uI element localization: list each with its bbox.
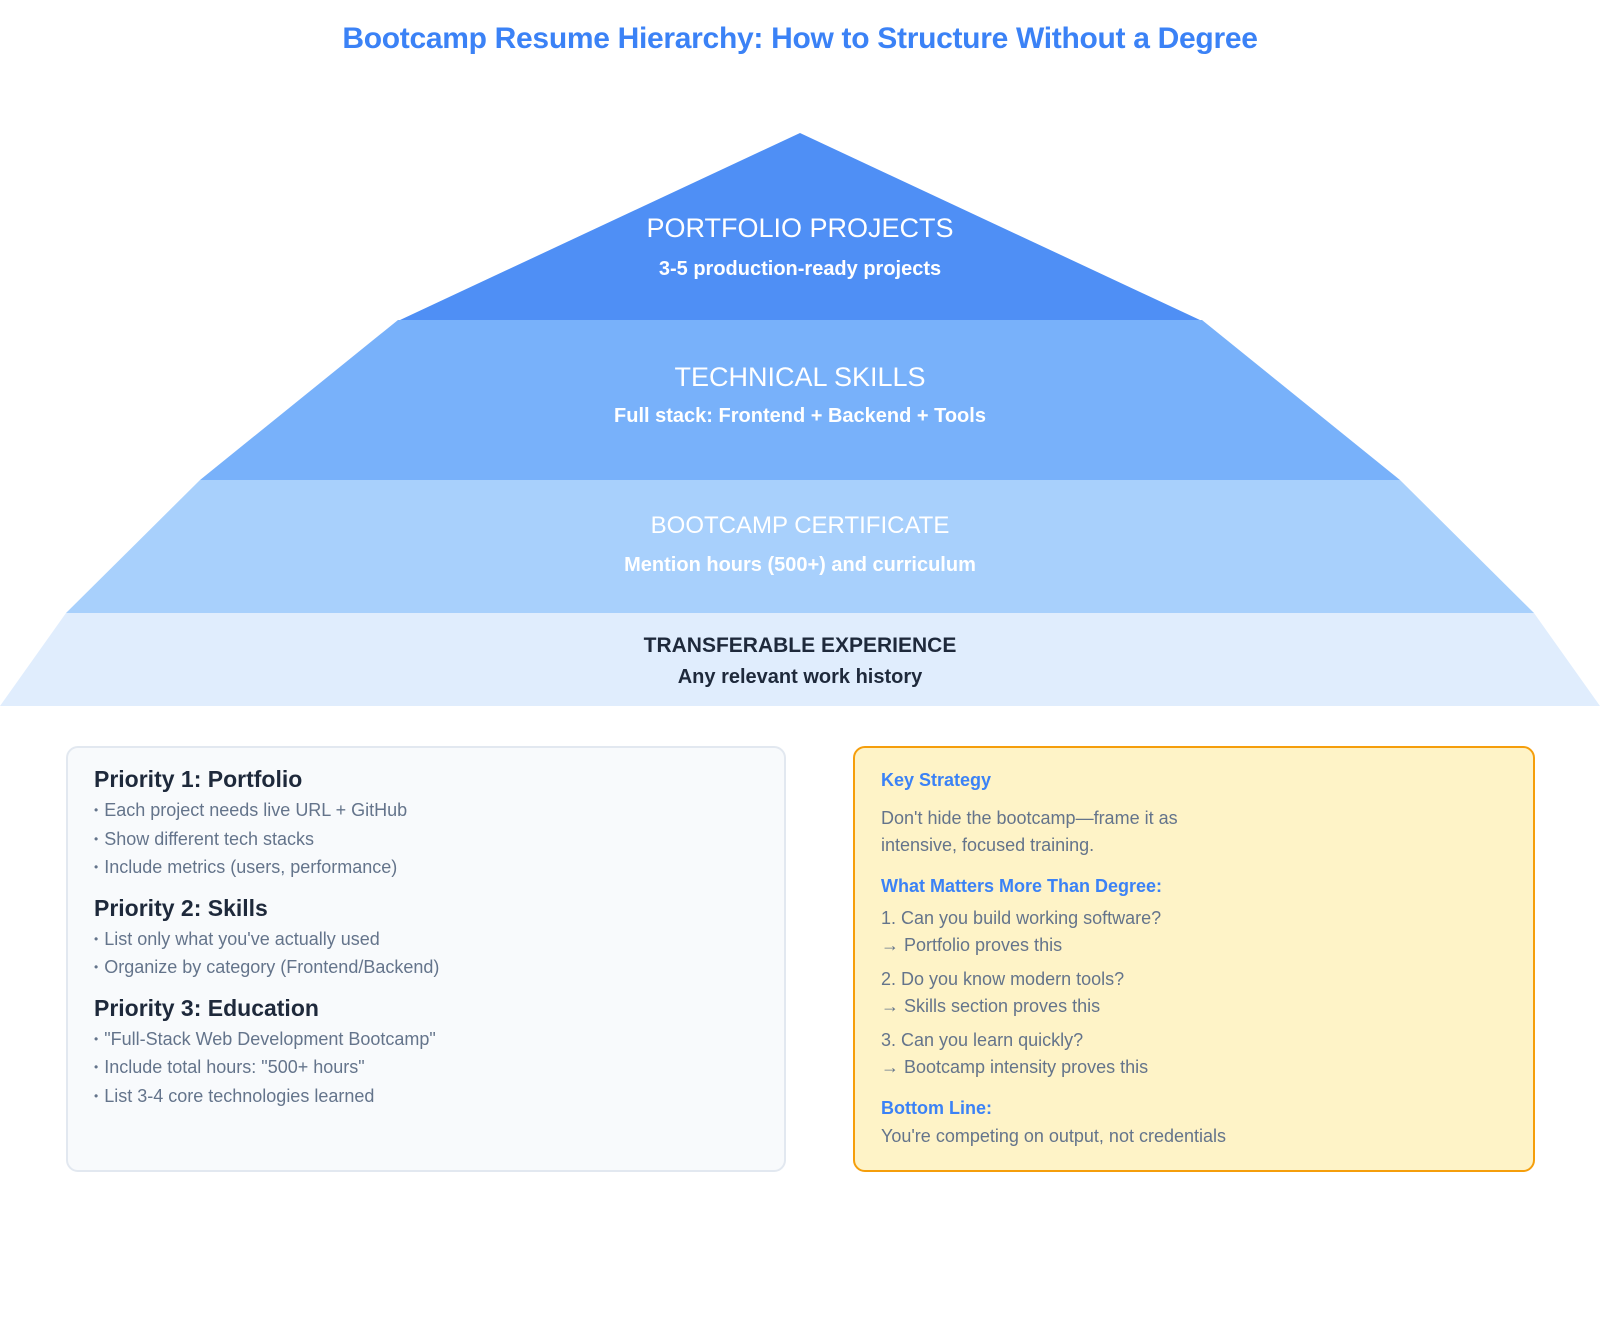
layer-skills-text: TECHNICAL SKILLS Full stack: Frontend + … — [0, 362, 1600, 428]
layer-title: TECHNICAL SKILLS — [674, 362, 926, 392]
list-item: "Full-Stack Web Development Bootcamp" — [94, 1026, 758, 1055]
priority-heading: Priority 3: Education — [94, 994, 319, 1021]
priority-list: "Full-Stack Web Development Bootcamp" In… — [94, 1026, 758, 1112]
bottom-line-text: You're competing on output, not credenti… — [881, 1126, 1227, 1146]
priority-list: List only what you've actually used Orga… — [94, 926, 758, 983]
list-item: Include metrics (users, performance) — [94, 854, 758, 883]
point-answer: → Skills section proves this — [881, 995, 1101, 1016]
point-question: 1. Can you build working software? — [881, 908, 1162, 928]
strategy-heading: Key Strategy — [881, 770, 992, 790]
matters-heading: What Matters More Than Degree: — [881, 876, 1163, 896]
list-item: List 3-4 core technologies learned — [94, 1083, 758, 1112]
layer-subtitle: 3-5 production-ready projects — [658, 258, 942, 280]
priority-heading: Priority 2: Skills — [94, 894, 268, 921]
layer-subtitle: Mention hours (500+) and curriculum — [624, 554, 976, 576]
point-answer: → Portfolio proves this — [881, 934, 1063, 955]
list-item: Each project needs live URL + GitHub — [94, 797, 758, 826]
strategy-card: Key Strategy Don't hide the bootcamp—fra… — [853, 746, 1535, 1172]
pyramid-layer-skills — [200, 320, 1400, 480]
page-title: Bootcamp Resume Hierarchy: How to Struct… — [342, 22, 1258, 55]
layer-bootcamp-text: BOOTCAMP CERTIFICATE Mention hours (500+… — [0, 512, 1600, 577]
list-item: Include total hours: "500+ hours" — [94, 1054, 758, 1083]
layer-title: BOOTCAMP CERTIFICATE — [650, 512, 950, 539]
pyramid-layer-bootcamp — [66, 480, 1534, 613]
priority-list: Each project needs live URL + GitHub Sho… — [94, 797, 758, 883]
point-question: 3. Can you learn quickly? — [881, 1030, 1084, 1050]
pyramid-layer-portfolio — [400, 133, 1200, 320]
point-answer: → Bootcamp intensity proves this — [881, 1056, 1149, 1077]
layer-subtitle: Full stack: Frontend + Backend + Tools — [614, 405, 986, 427]
list-item: List only what you've actually used — [94, 926, 758, 955]
list-item: Organize by category (Frontend/Backend) — [94, 954, 758, 983]
bottom-line-heading: Bottom Line: — [881, 1098, 992, 1118]
layer-subtitle: Any relevant work history — [677, 666, 923, 688]
strategy-intro-line: Don't hide the bootcamp—frame it as — [881, 808, 1178, 828]
layer-title: PORTFOLIO PROJECTS — [646, 213, 954, 243]
strategy-intro-line: intensive, focused training. — [881, 834, 1095, 855]
pyramid-diagram — [0, 133, 1600, 706]
layer-experience-text: TRANSFERABLE EXPERIENCE Any relevant wor… — [0, 634, 1600, 689]
point-question: 2. Do you know modern tools? — [881, 969, 1125, 989]
pyramid-layer-experience — [0, 613, 1600, 706]
layer-portfolio-text: PORTFOLIO PROJECTS 3-5 production-ready … — [0, 213, 1600, 281]
priority-heading: Priority 1: Portfolio — [94, 766, 303, 792]
list-item: Show different tech stacks — [94, 826, 758, 855]
layer-title: TRANSFERABLE EXPERIENCE — [643, 634, 957, 657]
priorities-card: Priority 1: Portfolio Each project needs… — [66, 746, 786, 1172]
